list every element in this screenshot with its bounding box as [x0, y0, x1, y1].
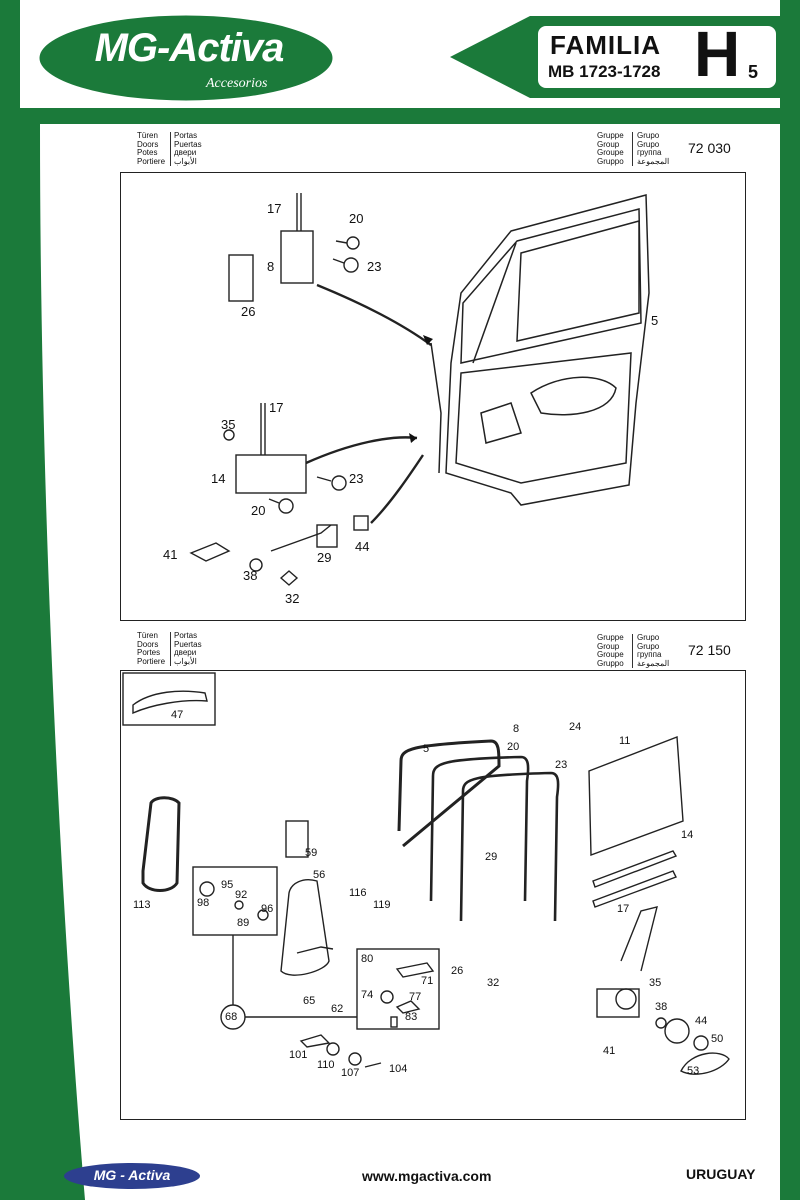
callout-label: 68 — [225, 1011, 238, 1023]
callout-label: 38 — [655, 1001, 668, 1013]
callout-label: 11 — [619, 735, 631, 747]
familia-badge: FAMILIA MB 1723-1728 H 5 — [450, 16, 780, 98]
callout-label: 8 — [513, 723, 520, 735]
callout-label: 89 — [237, 917, 250, 929]
callout-label: 44 — [355, 539, 370, 554]
callout-label: 29 — [317, 550, 332, 565]
callout-label: 32 — [487, 977, 500, 989]
section2-code: 72 150 — [688, 642, 731, 658]
brand-name: MG-Activa — [94, 26, 285, 70]
callout-label: 92 — [235, 889, 248, 901]
callout-label: 116 — [349, 887, 367, 899]
section1-code: 72 030 — [688, 140, 731, 156]
diagram-panel-doors: 17 20 8 23 26 5 35 17 14 23 20 41 38 29 … — [120, 172, 746, 621]
diagram-panel-windows: 47 5 20 8 24 23 11 29 14 113 59 56 95 92… — [120, 670, 746, 1120]
callout-label: 113 — [133, 899, 151, 911]
callout-label: 65 — [303, 995, 316, 1007]
footer-website[interactable]: www.mgactiva.com — [362, 1168, 492, 1184]
callout-label: 98 — [197, 897, 210, 909]
callout-label: 101 — [289, 1049, 308, 1061]
family-number: 5 — [748, 62, 759, 82]
callout-label: 96 — [261, 903, 274, 915]
callout-label: 59 — [305, 847, 318, 859]
window-regulator-diagram — [122, 672, 730, 1075]
callout-label: 24 — [569, 721, 582, 733]
callout-label: 41 — [603, 1045, 616, 1057]
callout-label: 77 — [409, 991, 422, 1003]
brand-logo: MG-Activa Accesorios — [36, 12, 336, 104]
brand-subtitle: Accesorios — [206, 76, 268, 91]
door-diagram — [189, 193, 650, 586]
callout-label: 5 — [423, 743, 430, 755]
callout-label: 56 — [313, 869, 326, 881]
callout-label: 47 — [171, 709, 184, 721]
callout-label: 53 — [687, 1065, 700, 1077]
footer-brand: MG - Activa — [93, 1167, 171, 1183]
callout-label: 62 — [331, 1003, 344, 1015]
callout-label: 14 — [211, 471, 226, 486]
footer-country: URUGUAY — [686, 1166, 756, 1182]
callout-label: 32 — [285, 591, 300, 606]
callout-label: 44 — [695, 1015, 708, 1027]
footer-logo: MG - Activa — [62, 1162, 202, 1190]
callout-label: 50 — [711, 1033, 724, 1045]
callout-label: 20 — [349, 211, 364, 226]
callout-label: 14 — [681, 829, 694, 841]
callout-label: 29 — [485, 851, 498, 863]
callout-label: 35 — [221, 417, 236, 432]
callout-label: 23 — [367, 259, 382, 274]
callout-label: 17 — [269, 400, 284, 415]
callout-label: 20 — [507, 741, 520, 753]
callout-label: 5 — [651, 313, 659, 328]
callout-label: 74 — [361, 989, 374, 1001]
callout-label: 104 — [389, 1063, 408, 1075]
callout-label: 23 — [349, 471, 364, 486]
callout-label: 119 — [373, 899, 391, 911]
callout-label: 107 — [341, 1067, 360, 1079]
callout-label: 38 — [243, 568, 258, 583]
callout-label: 8 — [267, 259, 275, 274]
callout-label: 95 — [221, 879, 234, 891]
callout-label: 41 — [163, 547, 178, 562]
callout-label: 110 — [317, 1059, 335, 1071]
callout-label: 17 — [617, 903, 630, 915]
callout-label: 83 — [405, 1011, 418, 1023]
model-range: MB 1723-1728 — [548, 62, 661, 81]
callout-label: 26 — [451, 965, 464, 977]
callout-label: 23 — [555, 759, 568, 771]
callout-label: 35 — [649, 977, 662, 989]
callout-label: 26 — [241, 304, 256, 319]
callout-label: 71 — [421, 975, 434, 987]
familia-label: FAMILIA — [550, 30, 661, 60]
callout-label: 80 — [361, 953, 374, 965]
callout-label: 20 — [251, 503, 266, 518]
callout-label: 17 — [267, 201, 282, 216]
family-letter: H — [694, 18, 741, 90]
